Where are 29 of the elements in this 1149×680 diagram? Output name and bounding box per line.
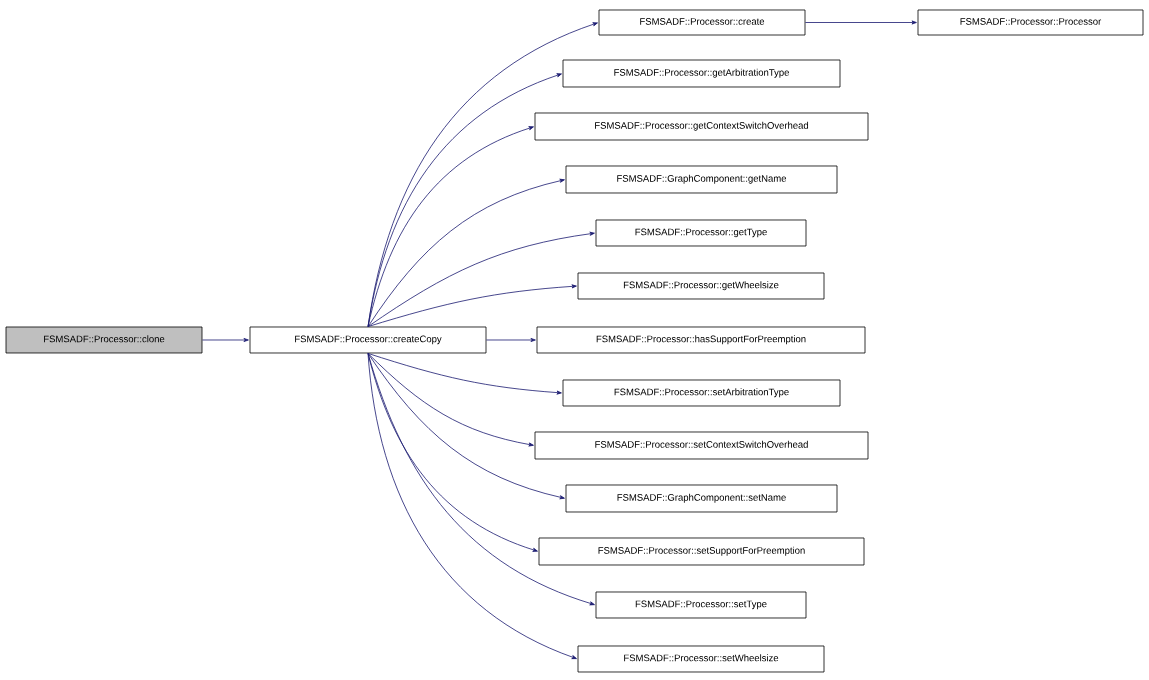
function-box: FSMSADF::Processor::getType <box>595 219 807 247</box>
arrow <box>367 353 577 660</box>
function-box: FSMSADF::Processor::Processor <box>917 9 1144 36</box>
arrow <box>805 20 917 25</box>
arrow <box>367 284 577 327</box>
arrow <box>486 338 536 342</box>
function-box: FSMSADF::Processor::getArbitrationType <box>562 59 841 88</box>
function-box: FSMSADF::Processor::getWheelsize <box>577 272 825 300</box>
function-box: FSMSADF::Processor::getContextSwitchOverhead <box>534 112 869 141</box>
arrow <box>367 73 562 327</box>
function-box: FSMSADF::GraphComponent::setName <box>565 484 838 513</box>
arrow <box>367 231 595 327</box>
arrow <box>202 338 249 342</box>
function-box: FSMSADF::Processor::setType <box>595 591 807 619</box>
function-box: FSMSADF::Processor::setSupportForPreemption <box>538 537 865 566</box>
function-box: FSMSADF::Processor::hasSupportForPreemption <box>536 326 866 354</box>
function-box: FSMSADF::Processor::createCopy <box>249 326 487 354</box>
arrow <box>367 353 534 447</box>
function-box: FSMSADF::Processor::setArbitrationType <box>562 379 841 407</box>
arrow <box>367 353 595 606</box>
function-box: FSMSADF::Processor::setContextSwitchOverhead <box>534 431 869 460</box>
arrow <box>367 126 534 327</box>
arrow <box>367 353 562 395</box>
function-box: FSMSADF::GraphComponent::getName <box>565 165 838 194</box>
function-box: FSMSADF::Processor::clone <box>5 326 203 354</box>
function-box: FSMSADF::Processor::setWheelsize <box>577 645 825 673</box>
arrow <box>367 353 565 500</box>
function-box: FSMSADF::Processor::create <box>598 9 806 36</box>
arrow <box>367 178 565 327</box>
